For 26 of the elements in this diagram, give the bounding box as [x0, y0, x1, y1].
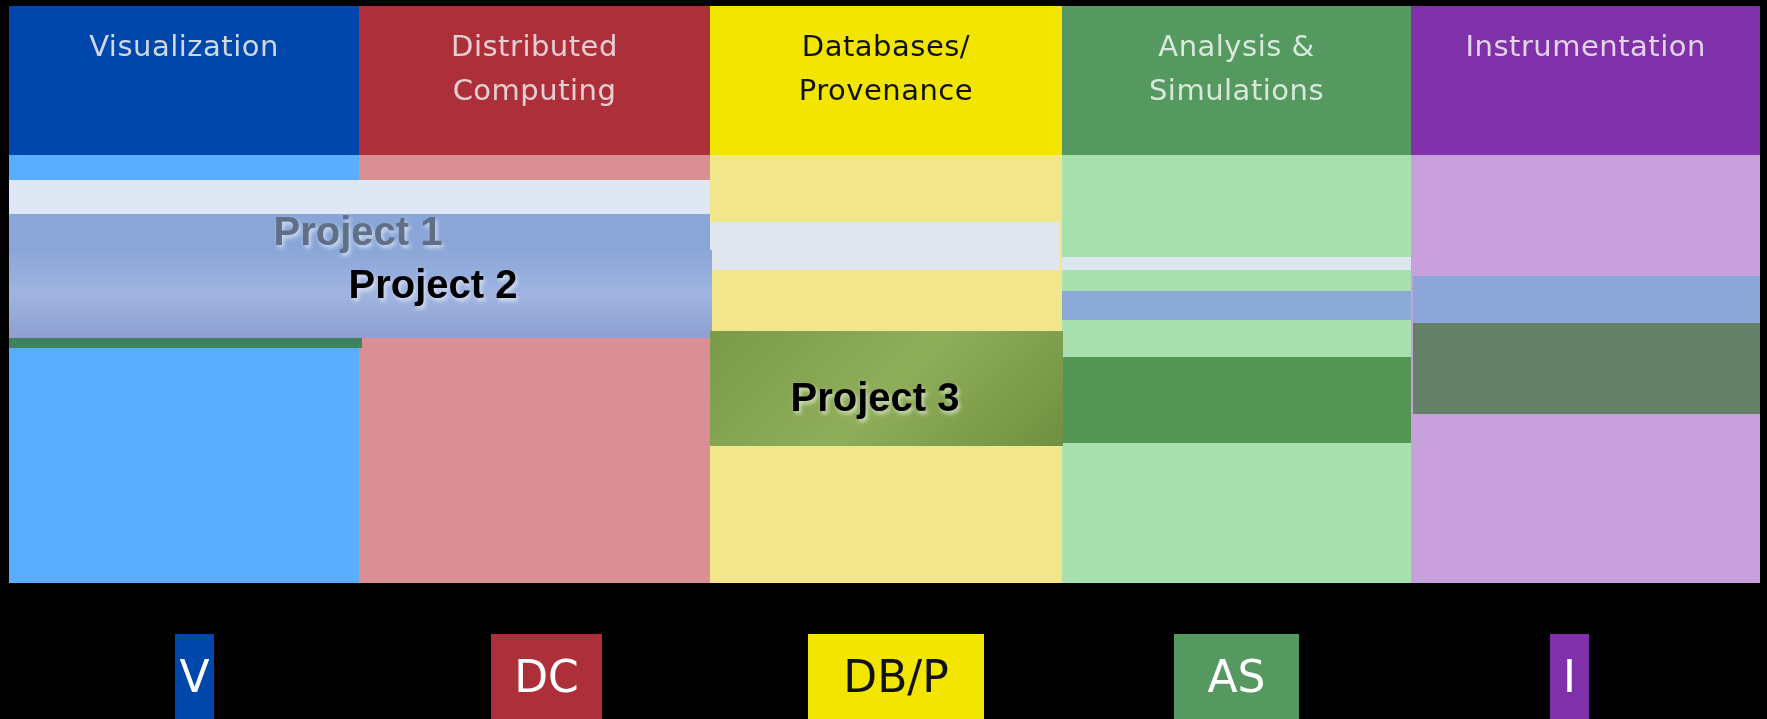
column-title: Visualization — [89, 28, 279, 65]
project-band — [1413, 323, 1760, 414]
category-badge — [808, 634, 984, 719]
project-band — [1413, 276, 1760, 323]
category-badge — [1174, 634, 1299, 719]
project-label: Project 2 — [348, 261, 518, 307]
project-band — [710, 331, 1063, 446]
project-band — [1062, 257, 1411, 270]
badge-label: I — [1563, 651, 1576, 702]
column-title: Analysis & Simulations — [1147, 28, 1326, 109]
column-title: Distributed Computing — [450, 28, 619, 109]
project-band — [1062, 291, 1411, 320]
column-title: Databases/ Provenance — [797, 28, 975, 109]
project-band — [9, 338, 362, 348]
category-badge — [491, 634, 602, 719]
category-badge — [175, 634, 214, 719]
column-title: Instrumentation — [1465, 28, 1706, 65]
badge-label: AS — [1207, 651, 1266, 702]
project-band — [710, 222, 1060, 270]
project-label: Project 1 — [273, 208, 443, 254]
category-badge — [1550, 634, 1589, 719]
badge-label: DC — [514, 651, 579, 702]
project-label: Project 3 — [790, 374, 960, 420]
badge-label: DB/P — [843, 651, 949, 702]
badge-label: V — [179, 651, 210, 702]
project-band — [1062, 357, 1411, 443]
